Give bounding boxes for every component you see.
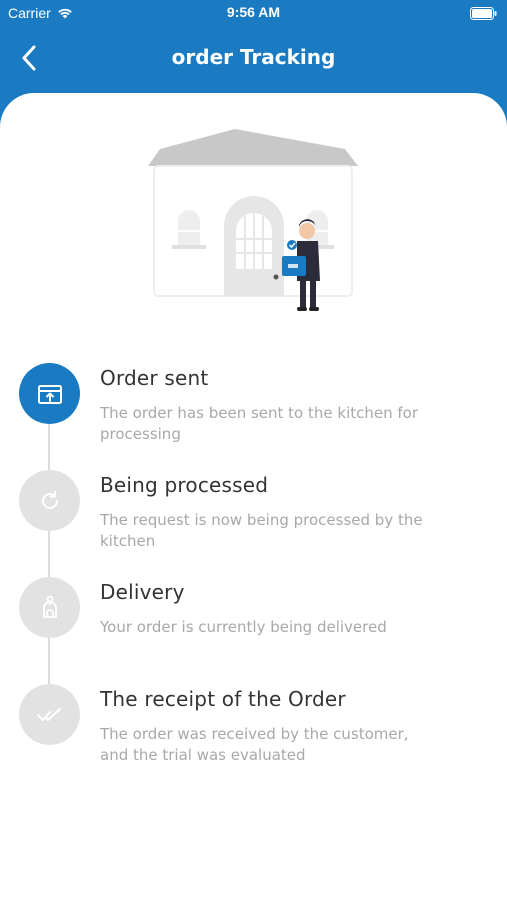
timeline-connector <box>48 391 50 711</box>
double-check-icon <box>36 707 61 721</box>
step-status-indicator <box>19 470 80 531</box>
step-description: The order has been sent to the kitchen f… <box>100 404 418 443</box>
page-title: order Tracking <box>171 45 336 69</box>
status-left: Carrier <box>8 5 73 21</box>
nav-bar: order Tracking <box>0 28 507 90</box>
refresh-icon <box>41 490 58 509</box>
battery-icon <box>470 7 497 20</box>
step-status-indicator <box>19 684 80 745</box>
timeline-step-order-receipt: The receipt of the Order The order was r… <box>0 682 507 782</box>
back-button[interactable] <box>14 43 44 73</box>
carrier-label: Carrier <box>8 5 51 21</box>
content-card: Order sent The order has been sent to th… <box>0 93 507 900</box>
step-description: The order was received by the customer, … <box>100 725 409 764</box>
chevron-left-icon <box>22 45 36 71</box>
step-title: Delivery <box>100 580 185 604</box>
wifi-icon <box>57 8 72 19</box>
step-description: The request is now being processed by th… <box>100 511 423 550</box>
step-title: Being processed <box>100 473 269 497</box>
step-status-indicator <box>19 577 80 638</box>
step-description: Your order is currently being delivered <box>100 618 387 636</box>
status-time: 9:56 AM <box>226 4 281 20</box>
delivery-house-illustration <box>148 129 358 311</box>
scooter-icon <box>42 595 57 618</box>
timeline-step-delivery: Delivery Your order is currently being d… <box>0 575 507 675</box>
step-title: Order sent <box>100 366 209 390</box>
status-bar: Carrier 9:56 AM <box>0 0 507 28</box>
box-upload-icon <box>37 384 62 404</box>
timeline-step-being-processed: Being processed The request is now being… <box>0 468 507 568</box>
step-title: The receipt of the Order <box>100 687 346 711</box>
step-status-indicator <box>19 363 80 424</box>
timeline-step-order-sent: Order sent The order has been sent to th… <box>0 361 507 461</box>
